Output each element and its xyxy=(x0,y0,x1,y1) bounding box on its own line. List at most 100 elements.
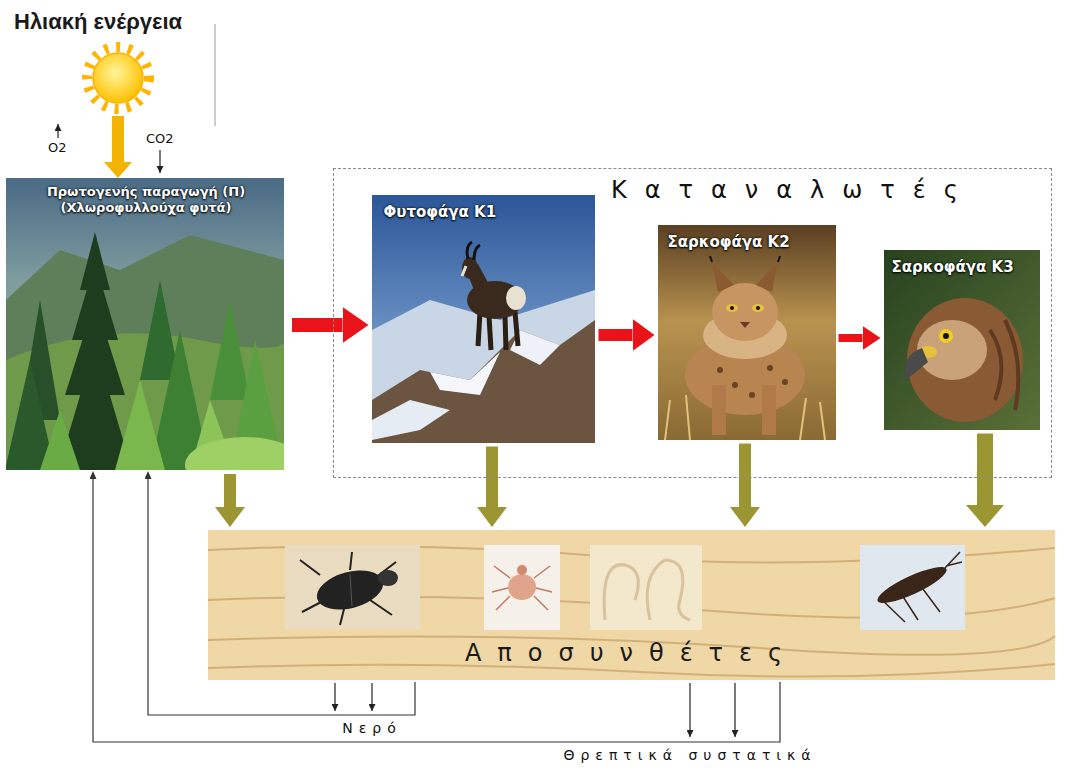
worm-picture xyxy=(590,545,702,630)
flow-arrow-small xyxy=(335,683,735,737)
energy-source: Ηλιακή ενέργεια xyxy=(8,4,230,116)
lynx-picture xyxy=(740,322,750,328)
hawk-picture xyxy=(939,329,953,343)
earwig-picture xyxy=(860,545,965,630)
mite-picture xyxy=(492,566,552,610)
flow-label: Νερό xyxy=(340,720,404,736)
mite-picture xyxy=(484,545,560,630)
sun-symbol xyxy=(93,53,143,103)
goat-picture xyxy=(372,195,595,443)
goat-picture xyxy=(474,245,480,260)
goat-picture xyxy=(372,195,595,443)
lynx-picture xyxy=(762,385,776,435)
goat-picture xyxy=(489,316,491,350)
flow-arrow-small xyxy=(689,683,690,737)
earwig-picture xyxy=(880,552,962,622)
decomposer-ground xyxy=(208,530,1055,680)
producer-box-text: Πρωτογενής παραγωγή (Π) (Χλωροφυλλούχα φ… xyxy=(14,184,278,217)
goat-picture xyxy=(506,286,526,310)
beetle-picture xyxy=(300,552,396,625)
flow-arrow xyxy=(112,116,124,162)
lynx-picture xyxy=(712,385,726,435)
hawk-picture xyxy=(990,320,1018,410)
gas-arrow xyxy=(58,124,160,173)
producer-box: Πρωτογενής παραγωγή (Π) (Χλωροφυλλούχα φ… xyxy=(6,178,286,470)
worm-picture xyxy=(604,560,690,620)
flow-arrow xyxy=(977,434,993,506)
lynx-picture xyxy=(658,225,836,440)
mite-picture xyxy=(517,565,527,575)
forest-picture xyxy=(40,410,80,470)
lynx-picture xyxy=(778,256,780,262)
lynx-picture xyxy=(756,262,778,292)
flow-arrow-small xyxy=(734,683,735,737)
lynx-picture xyxy=(710,256,712,262)
decomposer-ground xyxy=(208,530,1055,680)
flow-arrow-small xyxy=(334,683,335,711)
gas-arrow xyxy=(159,150,160,173)
hawk-picture xyxy=(884,250,1040,430)
leader-line xyxy=(215,24,216,126)
flow-arrow xyxy=(93,479,780,742)
flow-arrow xyxy=(839,334,863,342)
forest-picture xyxy=(185,437,284,470)
gas-label: CO2 xyxy=(146,131,174,147)
consumer-group-text: Καταναλωτές xyxy=(611,175,976,205)
beetle-picture xyxy=(285,545,420,630)
hawk-picture xyxy=(884,250,1040,430)
lynx-picture xyxy=(749,392,755,398)
lynx-picture xyxy=(756,306,760,310)
flow-arrow-small xyxy=(371,683,372,711)
beetle-picture xyxy=(285,545,420,630)
gas-arrow xyxy=(57,124,58,138)
flow-label: Θρεπτικά συστατικά xyxy=(561,747,818,763)
forest-picture xyxy=(6,178,284,470)
goat-picture xyxy=(372,400,450,440)
mite-picture xyxy=(484,545,560,630)
consumer-box: Σαρκοφάγα Κ3 xyxy=(884,250,1040,430)
consumer-box: Φυτοφάγα Κ1 xyxy=(372,195,595,443)
gas-label: O2 xyxy=(48,140,67,156)
goat-picture xyxy=(478,312,480,346)
sun-symbol xyxy=(87,47,149,109)
consumer-box-text: Φυτοφάγα Κ1 xyxy=(384,203,497,222)
decomposer-band: Αποσυνθέτες xyxy=(208,530,1055,680)
lynx-picture xyxy=(782,379,788,385)
beetle-picture xyxy=(350,574,352,606)
flow-arrow xyxy=(486,447,498,508)
energy-source-text: Ηλιακή ενέργεια xyxy=(14,8,182,36)
consumer-group: ΚαταναλωτέςΦυτοφάγα Κ1 Σαρκοφάγα Κ2 Σαρκοφ… xyxy=(333,168,1052,478)
sun-symbol xyxy=(87,47,149,109)
lynx-picture xyxy=(732,382,738,388)
goat-picture xyxy=(462,266,466,276)
forest-picture xyxy=(210,300,250,400)
goat-picture xyxy=(372,320,595,443)
beetle-picture xyxy=(378,570,398,586)
decomposer-band-text: Αποσυνθέτες xyxy=(465,638,798,668)
forest-picture xyxy=(115,380,165,470)
consumer-box: Σαρκοφάγα Κ2 xyxy=(658,225,836,440)
lynx-picture xyxy=(730,306,734,310)
lynx-picture xyxy=(658,225,836,440)
consumer-box-text: Σαρκοφάγα Κ3 xyxy=(892,258,1014,277)
hawk-picture xyxy=(917,320,987,380)
consumer-box-text: Σαρκοφάγα Κ2 xyxy=(668,233,790,252)
earwig-picture xyxy=(874,561,950,609)
earwig-picture xyxy=(860,545,965,630)
lynx-picture xyxy=(752,304,764,312)
goat-picture xyxy=(430,352,500,395)
goat-picture xyxy=(462,257,478,279)
flow-arrow xyxy=(148,479,415,715)
lynx-picture xyxy=(712,283,778,341)
goat-picture xyxy=(467,242,472,259)
lynx-picture xyxy=(712,262,734,292)
lynx-picture xyxy=(767,365,773,371)
hawk-picture xyxy=(905,348,928,380)
goat-picture xyxy=(505,316,506,350)
goat-picture xyxy=(515,312,518,346)
flow-arrow xyxy=(224,474,236,507)
flow-arrow xyxy=(739,444,751,508)
flow-arrow xyxy=(292,318,343,332)
lynx-picture xyxy=(726,304,738,312)
